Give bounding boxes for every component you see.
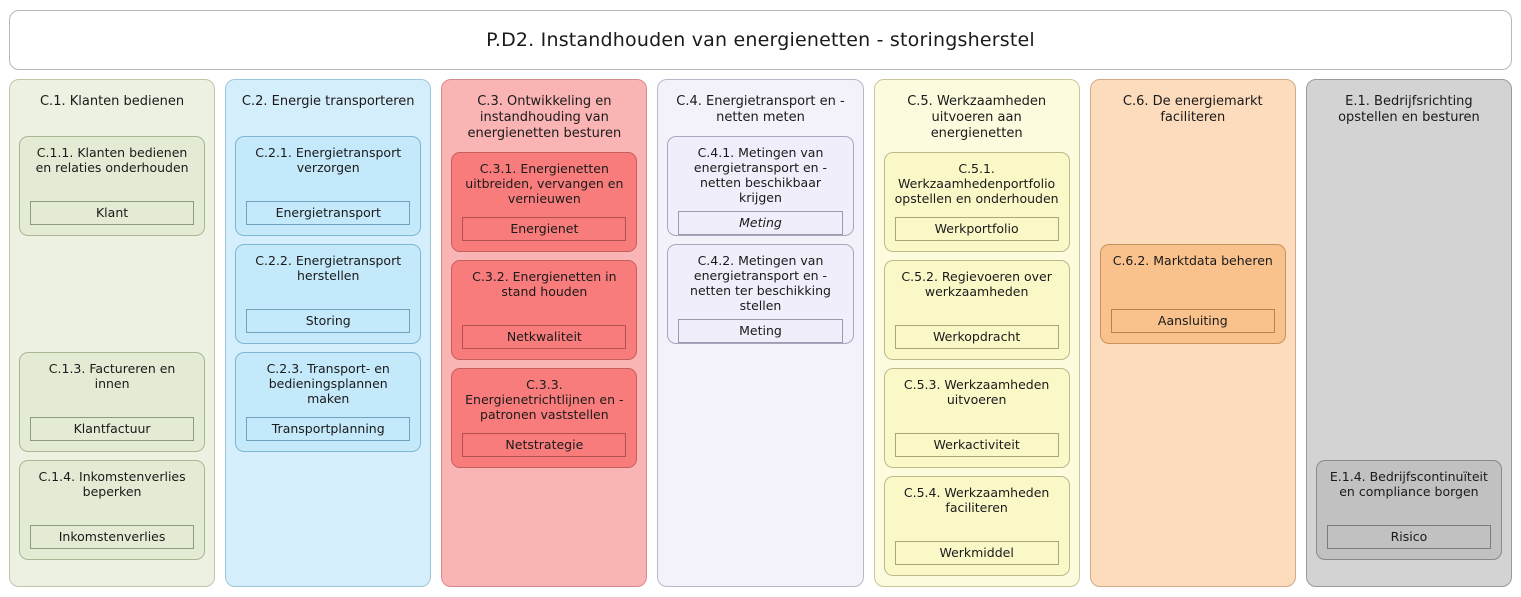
capability-object-box[interactable]: Meting [678,319,843,343]
capability-card-title: C.3.3. Energienetrichtlijnen en -patrone… [465,377,624,422]
card-spacer [462,422,626,433]
capability-object-box[interactable]: Werkopdracht [894,325,1059,349]
capability-object-box[interactable]: Werkactiviteit [894,433,1059,457]
capability-card-title: C.4.1. Metingen van energietransport en … [693,145,828,205]
capability-card[interactable]: E.1.4. Bedrijfscontinuïteit en complianc… [1315,460,1502,560]
card-spacer [462,206,626,217]
column-header-label: C.5. Werkzaamheden uitvoeren aan energie… [907,94,1047,141]
card-spacer [246,175,410,201]
capability-object-box[interactable]: Inkomstenverlies [30,525,195,549]
card-spacer [30,499,194,525]
capability-object-box[interactable]: Risico [1326,525,1491,549]
capability-card-title: C.5.1. Werkzaamhedenportfolio opstellen … [894,161,1059,206]
capability-column-c5[interactable]: C.5. Werkzaamheden uitvoeren aan energie… [873,79,1080,587]
capability-card[interactable]: C.4.2. Metingen van energietransport en … [667,244,854,344]
capability-card-title: C.5.2. Regievoeren over werkzaamheden [901,269,1052,299]
capability-card[interactable]: C.5.1. Werkzaamhedenportfolio opstellen … [883,152,1070,252]
card-spacer [1327,499,1491,525]
capability-object-box[interactable]: Energietransport [246,201,411,225]
capability-card-title: C.1.1. Klanten bedienen en relaties onde… [35,145,189,175]
capability-card-title: C.2.2. Energietransport herstellen [255,253,402,283]
capability-card-title: C.2.1. Energietransport verzorgen [255,145,402,175]
capability-card[interactable]: C.4.1. Metingen van energietransport en … [667,136,854,236]
capability-object-box[interactable]: Klantfactuur [30,417,195,441]
capability-card-title: C.3.1. Energienetten uitbreiden, vervang… [465,161,624,206]
capability-object-box[interactable]: Meting [678,211,843,235]
capability-object-box[interactable]: Netkwaliteit [462,325,627,349]
capability-card[interactable]: C.2.3. Transport- en bedieningsplannen m… [235,352,422,452]
card-spacer [30,391,194,417]
column-body: C.1.1. Klanten bedienen en relaties onde… [19,136,206,576]
capability-card-title: C.1.4. Inkomstenverlies beperken [38,469,186,499]
column-header-label: C.6. De energiemarkt faciliteren [1122,94,1263,125]
capability-card-title: E.1.4. Bedrijfscontinuïteit en complianc… [1329,469,1488,499]
column-header-label: C.3. Ontwikkeling en instandhouding van … [467,94,622,141]
capability-object-box[interactable]: Energienet [462,217,627,241]
column-header-label: E.1. Bedrijfsrichting opstellen en bestu… [1338,94,1480,125]
capability-card[interactable]: C.3.3. Energienetrichtlijnen en -patrone… [451,368,638,468]
capability-card-title: C.5.4. Werkzaamheden faciliteren [903,485,1050,515]
page-title: P.D2. Instandhouden van energienetten - … [486,29,1035,51]
card-spacer [246,406,410,417]
card-spacer [895,407,1059,433]
capability-column-c3[interactable]: C.3. Ontwikkeling en instandhouding van … [441,79,648,587]
column-header-label: C.2. Energie transporteren [241,94,415,109]
capability-object-box[interactable]: Werkportfolio [894,217,1059,241]
capability-column-e1[interactable]: E.1. Bedrijfsrichting opstellen en bestu… [1305,79,1512,587]
capability-card[interactable]: C.3.1. Energienetten uitbreiden, vervang… [451,152,638,252]
capability-card[interactable]: C.1.1. Klanten bedienen en relaties onde… [19,136,206,236]
card-spacer [895,515,1059,541]
capability-object-box[interactable]: Klant [30,201,195,225]
capability-object-box[interactable]: Transportplanning [246,417,411,441]
card-spacer [246,283,410,309]
capability-card-title: C.4.2. Metingen van energietransport en … [690,253,831,313]
capability-object-box[interactable]: Aansluiting [1110,309,1275,333]
column-body: C.5.1. Werkzaamhedenportfolio opstellen … [883,152,1070,576]
card-spacer [30,175,194,201]
card-spacer [462,299,626,325]
capability-card-title: C.1.3. Factureren en innen [48,361,176,391]
column-body: C.3.1. Energienetten uitbreiden, vervang… [451,152,638,576]
card-spacer [895,299,1059,325]
capability-card-title: C.3.2. Energienetten in stand houden [472,269,617,299]
capability-card-title: C.5.3. Werkzaamheden uitvoeren [903,377,1050,407]
column-body: E.1.4. Bedrijfscontinuïteit en complianc… [1315,136,1502,576]
capability-object-box[interactable]: Werkmiddel [894,541,1059,565]
card-spacer [895,206,1059,217]
capability-object-box[interactable]: Storing [246,309,411,333]
diagram-title-bar: P.D2. Instandhouden van energienetten - … [9,10,1512,70]
capability-card-title: C.6.2. Marktdata beheren [1112,253,1273,268]
card-spacer [1111,268,1275,309]
capability-object-box[interactable]: Netstrategie [462,433,627,457]
column-header-label: C.1. Klanten bedienen [39,94,185,109]
column-body: C.4.1. Metingen van energietransport en … [667,136,854,576]
capability-card-title: C.2.3. Transport- en bedieningsplannen m… [266,361,390,406]
column-header-label: C.4. Energietransport en -netten meten [676,94,845,125]
